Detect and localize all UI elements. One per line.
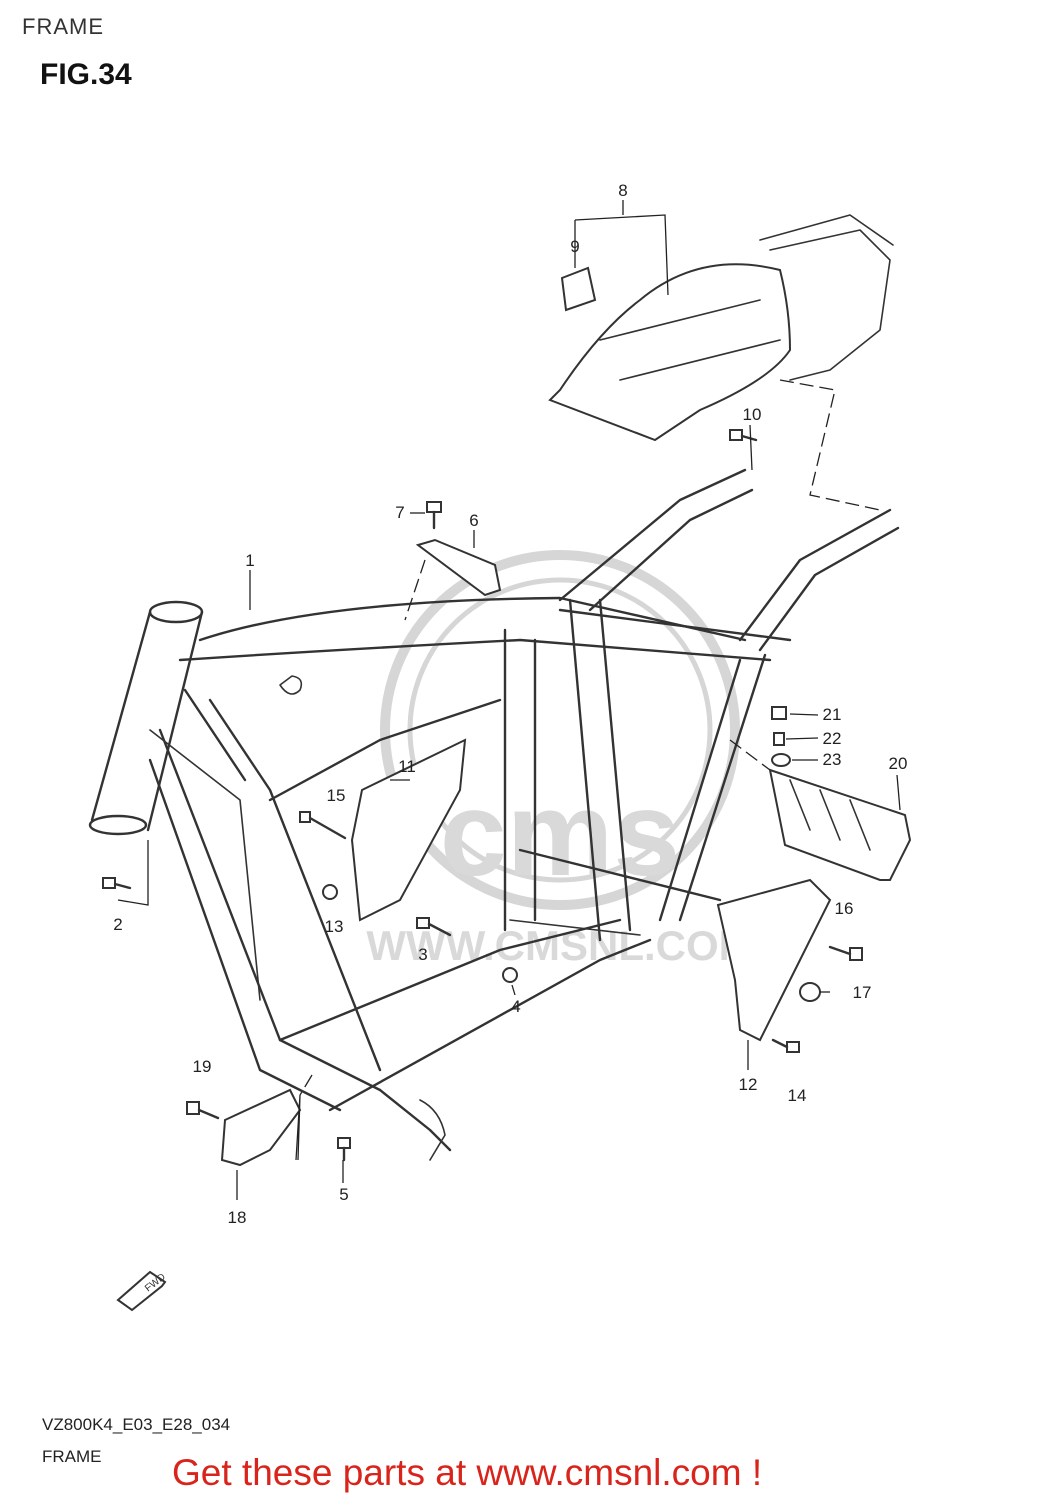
part-label-15: 15 xyxy=(327,786,346,805)
part-label-11: 11 xyxy=(398,757,416,776)
bolt-14 xyxy=(771,1038,800,1053)
part-label-14: 14 xyxy=(788,1086,807,1105)
bolt-21 xyxy=(771,706,787,720)
footer-section-name: FRAME xyxy=(42,1447,102,1466)
bolt-10 xyxy=(729,429,758,442)
nut-4 xyxy=(502,967,518,983)
figure-title: FIG.34 xyxy=(40,58,132,91)
part-label-1: 1 xyxy=(245,551,254,570)
part-label-16: 16 xyxy=(835,899,854,918)
watermark-logo: cms WWW.CMSNL.COM xyxy=(366,550,754,969)
watermark-site-text: WWW.CMSNL.COM xyxy=(366,922,753,969)
part-label-9: 9 xyxy=(570,237,579,256)
part-label-12: 12 xyxy=(739,1075,758,1094)
spacer-22 xyxy=(773,732,785,746)
part-label-8: 8 xyxy=(618,181,627,200)
bolt-7 xyxy=(426,501,442,530)
part-label-3: 3 xyxy=(418,945,427,964)
bolt-3 xyxy=(416,917,452,937)
part-label-20: 20 xyxy=(889,754,908,773)
part-label-19: 19 xyxy=(193,1057,212,1076)
part-label-22: 22 xyxy=(823,729,842,748)
part-label-4: 4 xyxy=(511,997,520,1016)
part-label-21: 21 xyxy=(823,705,842,724)
bracket-6 xyxy=(415,538,502,597)
leader-lines xyxy=(117,200,901,1200)
section-header: FRAME xyxy=(22,14,104,39)
promo-link[interactable]: Get these parts at www.cmsnl.com ! xyxy=(172,1452,763,1493)
sticker-plate xyxy=(560,266,597,312)
main-frame xyxy=(88,468,900,1161)
fwd-arrow-icon: FWD xyxy=(116,1270,168,1312)
part-labels: 1 2 3 4 5 6 7 8 9 10 11 12 13 14 15 16 1… xyxy=(113,181,907,1227)
cover-11 xyxy=(350,738,467,922)
part-label-13: 13 xyxy=(325,917,344,936)
frame-exploded-diagram: cms WWW.CMSNL.COM xyxy=(88,181,912,1312)
watermark-logo-text: cms xyxy=(440,767,680,901)
part-label-17: 17 xyxy=(853,983,872,1002)
bolt-2 xyxy=(102,877,132,890)
nut-13 xyxy=(322,884,338,900)
part-label-18: 18 xyxy=(228,1208,247,1227)
part-label-6: 6 xyxy=(469,511,478,530)
tray-20 xyxy=(768,768,912,881)
plate-12 xyxy=(716,878,832,1042)
cushion-23 xyxy=(771,753,791,767)
part-label-2: 2 xyxy=(113,915,122,934)
part-label-5: 5 xyxy=(339,1185,348,1204)
part-label-23: 23 xyxy=(823,750,842,769)
bolt-15 xyxy=(299,811,347,840)
part-label-10: 10 xyxy=(743,405,762,424)
dashed-guides xyxy=(299,379,881,1096)
rear-fender xyxy=(548,214,894,442)
bolt-19 xyxy=(186,1101,220,1120)
cap-17 xyxy=(799,982,821,1002)
bolt-5 xyxy=(337,1137,351,1162)
bolt-16 xyxy=(828,945,863,961)
bracket-18 xyxy=(220,1088,302,1167)
part-label-7: 7 xyxy=(395,503,404,522)
model-code: VZ800K4_E03_E28_034 xyxy=(42,1415,231,1434)
